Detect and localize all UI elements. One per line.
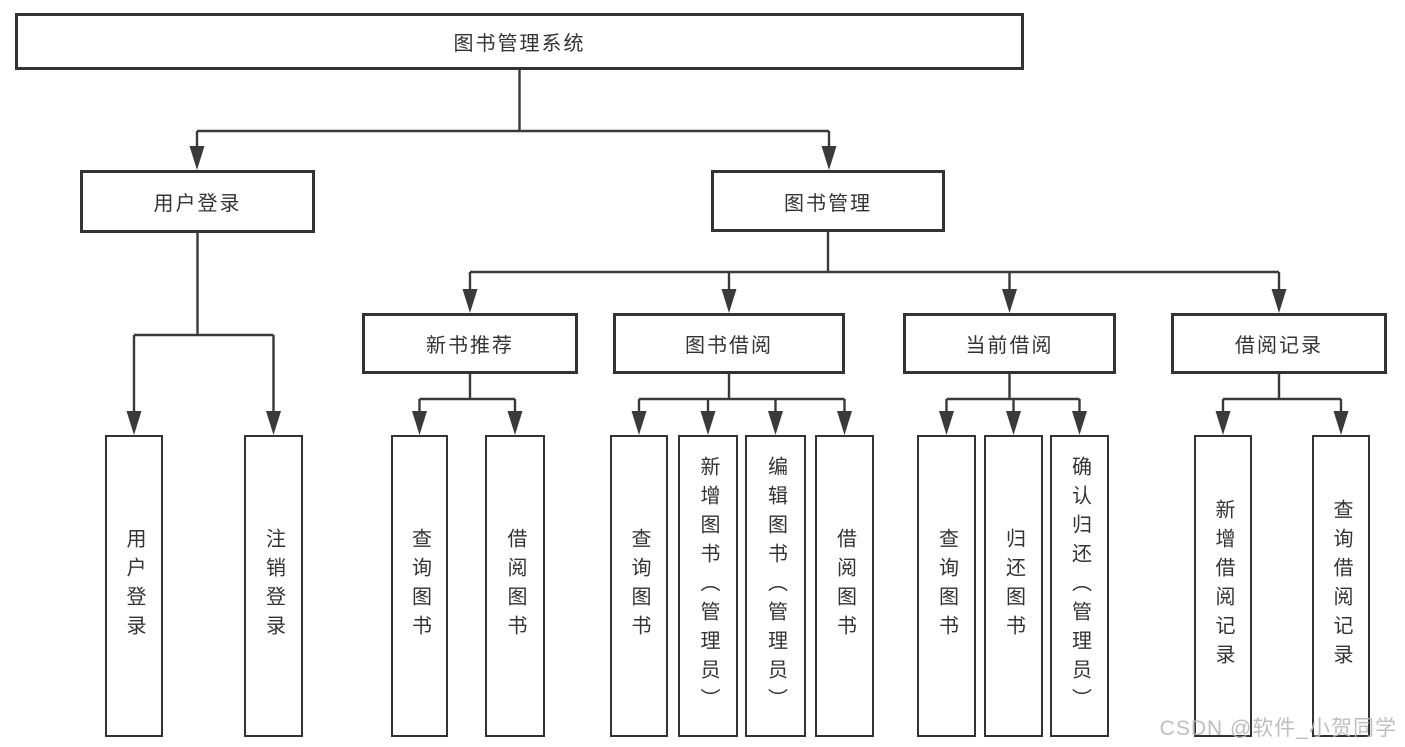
node-leaf-current-query-books: 查询图书 bbox=[917, 435, 976, 737]
node-label: 新书推荐 bbox=[426, 335, 514, 357]
node-leaf-confirm-return-admin: 确认归还（管理员） bbox=[1050, 435, 1109, 737]
node-library-management-system: 图书管理系统 bbox=[15, 13, 1024, 70]
node-book-borrowing: 图书借阅 bbox=[613, 313, 845, 374]
csdn-watermark: CSDN @软件_小贺同学 bbox=[1159, 717, 1397, 740]
node-label: 新增借阅记录 bbox=[1212, 499, 1234, 673]
arrowheads bbox=[126, 146, 1349, 435]
node-label: 借阅记录 bbox=[1235, 335, 1323, 357]
node-leaf-recommend-borrow-books: 借阅图书 bbox=[485, 435, 545, 737]
node-borrow-records: 借阅记录 bbox=[1171, 313, 1387, 374]
node-leaf-add-books-admin: 新增图书（管理员） bbox=[678, 435, 738, 737]
node-leaf-return-books: 归还图书 bbox=[984, 435, 1043, 737]
node-label: 用户登录 bbox=[123, 528, 145, 644]
node-label: 当前借阅 bbox=[965, 335, 1054, 357]
node-new-book-recommend: 新书推荐 bbox=[362, 313, 578, 374]
node-leaf-user-login: 用户登录 bbox=[105, 435, 163, 737]
node-label: 新增图书（管理员） bbox=[697, 455, 719, 717]
node-current-borrowing: 当前借阅 bbox=[903, 313, 1116, 374]
node-leaf-logout: 注销登录 bbox=[244, 435, 303, 737]
node-label: 用户登录 bbox=[153, 193, 242, 215]
node-label: 注销登录 bbox=[262, 528, 285, 644]
node-user-login: 用户登录 bbox=[80, 170, 315, 233]
node-label: 查询借阅记录 bbox=[1330, 499, 1352, 673]
node-label: 图书管理 bbox=[784, 192, 872, 215]
node-leaf-recommend-query-books: 查询图书 bbox=[391, 435, 448, 737]
node-book-management: 图书管理 bbox=[711, 170, 945, 232]
node-label: 编辑图书（管理员） bbox=[764, 455, 787, 717]
node-label: 借阅图书 bbox=[504, 528, 526, 644]
node-leaf-query-borrow-record: 查询借阅记录 bbox=[1312, 435, 1370, 737]
node-label: 查询图书 bbox=[935, 528, 958, 644]
node-label: 查询图书 bbox=[408, 528, 431, 644]
node-label: 归还图书 bbox=[1002, 528, 1025, 644]
node-leaf-borrowing-borrow-books: 借阅图书 bbox=[815, 435, 874, 737]
node-label: 图书借阅 bbox=[685, 335, 773, 357]
node-label: 确认归还（管理员） bbox=[1068, 455, 1091, 717]
node-leaf-edit-books-admin: 编辑图书（管理员） bbox=[745, 435, 806, 737]
node-label: 查询图书 bbox=[628, 528, 650, 644]
node-label: 图书管理系统 bbox=[453, 33, 586, 55]
node-leaf-add-borrow-record: 新增借阅记录 bbox=[1194, 435, 1252, 737]
node-label: 借阅图书 bbox=[833, 528, 856, 644]
node-leaf-borrowing-query-books: 查询图书 bbox=[610, 435, 668, 737]
